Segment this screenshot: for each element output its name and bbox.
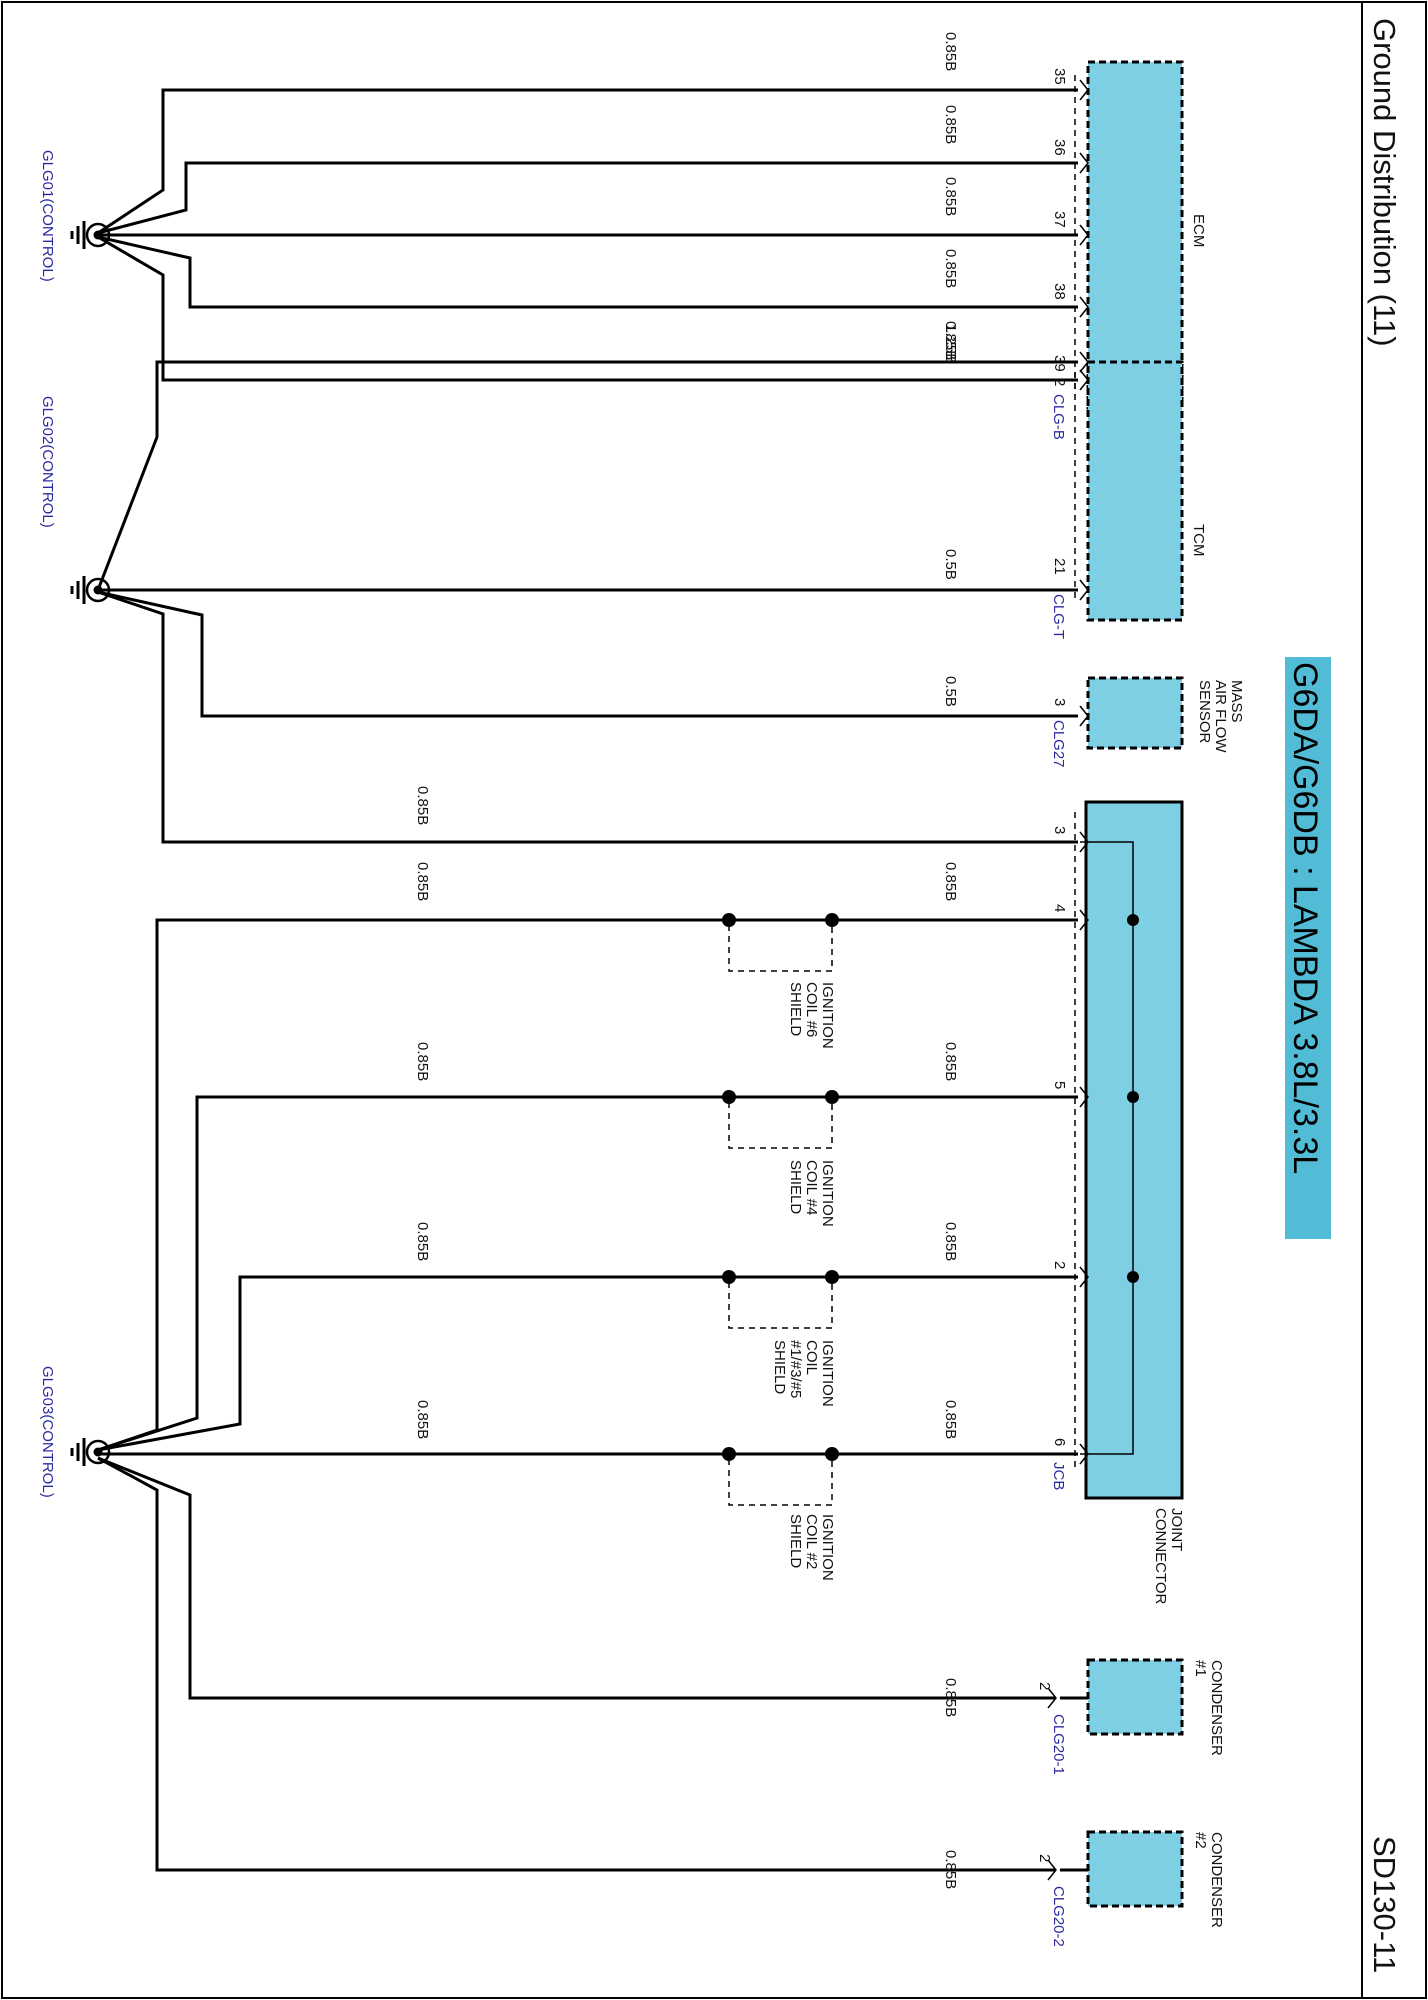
shield-label: IGNITION <box>819 1160 836 1227</box>
ecm-pin: 37 <box>1051 211 1068 228</box>
ground-label: GLG03(CONTROL) <box>39 1366 56 1498</box>
ground-label: GLG02(CONTROL) <box>39 396 56 528</box>
jc-pin: 5 <box>1051 1081 1068 1089</box>
shield-label: COIL #2 <box>803 1514 820 1569</box>
tcm-wires <box>96 351 1089 601</box>
ground-icon <box>70 576 111 604</box>
ecm-connector-label: CLG-B <box>1050 394 1067 440</box>
condenser1-box <box>1086 1658 1184 1736</box>
ground-icon <box>70 1438 111 1466</box>
condenser1-name-line: #1 <box>1192 1660 1209 1677</box>
tcm-pin: 21 <box>1051 558 1068 575</box>
tcm-pin-labels: 2 21 1.25B 0.5B <box>942 324 1068 580</box>
shield-label: IGNITION <box>819 1340 836 1407</box>
condenser1-pin: 2 <box>1036 1682 1053 1690</box>
jc-wire-label: 0.85B <box>942 1222 959 1261</box>
jc-pin: 2 <box>1051 1261 1068 1269</box>
condenser2-wire-label: 0.85B <box>942 1850 959 1889</box>
ground-icon <box>70 221 111 249</box>
maf-wire: 3 0.5B <box>97 590 1089 727</box>
jc-outer-wire-label: 0.85B <box>414 862 431 901</box>
jc-pin: 3 <box>1051 826 1068 834</box>
shield-label: #1/#3/#5 <box>787 1340 804 1398</box>
jc-connector-label: JCB <box>1050 1462 1067 1490</box>
shield-label: COIL #4 <box>803 1160 820 1215</box>
jc-pin-labels: 3 4 5 2 6 0.85B 0.85B 0.85B 0.85B 0.85B … <box>414 786 1068 1446</box>
tcm-component: TCM CLG-T <box>1050 360 1207 639</box>
banner-text: G6DA/G6DB : LAMBDA 3.8L/3.3L <box>1286 662 1324 1174</box>
shield-label: SHIELD <box>787 982 804 1036</box>
ecm-component: ECM CLG-B <box>1050 60 1207 440</box>
jc-box <box>1084 800 1184 1500</box>
condenser2-pin: 2 <box>1036 1854 1053 1862</box>
page-title: Ground Distribution (11) <box>1367 18 1402 347</box>
condenser2-name-line: CONDENSER <box>1208 1832 1225 1928</box>
ecm-pin: 36 <box>1051 139 1068 156</box>
tcm-name: TCM <box>1190 524 1207 557</box>
ecm-wire-label: 0.85B <box>942 249 959 288</box>
ecm-wire-label: 0.85B <box>942 105 959 144</box>
condenser2-name-line: #2 <box>1192 1832 1209 1849</box>
jc-wire-label: 0.85B <box>942 1042 959 1081</box>
jc-name-line: CONNECTOR <box>1152 1508 1169 1605</box>
condenser1-connector-label: CLG20-1 <box>1050 1714 1067 1775</box>
condenser2-box <box>1086 1830 1184 1908</box>
ecm-wire-label: 0.85B <box>942 32 959 71</box>
tcm-box <box>1086 360 1184 622</box>
banner-box <box>1285 657 1331 1239</box>
condenser2-component: CONDENSER #2 CLG20-2 2 0.85B <box>97 1456 1225 1947</box>
tcm-connector-label: CLG-T <box>1050 594 1067 639</box>
jc-outer-wire-label: 0.85B <box>414 786 431 825</box>
ecm-name: ECM <box>1190 214 1207 247</box>
jc-pin: 4 <box>1051 904 1068 912</box>
ecm-pin: 35 <box>1051 68 1068 85</box>
maf-name-line: SENSOR <box>1196 680 1213 744</box>
shield-label: IGNITION <box>819 1514 836 1581</box>
jc-outer-wire-label: 0.85B <box>414 1400 431 1439</box>
ecm-wire-label: 0.85B <box>942 177 959 216</box>
tcm-wire-label: 0.5B <box>942 549 959 580</box>
jc-wires <box>97 590 1089 1465</box>
condenser2-connector-label: CLG20-2 <box>1050 1886 1067 1947</box>
ecm-box <box>1086 60 1184 410</box>
joint-connector-component: JOINT CONNECTOR JCB <box>1050 800 1185 1605</box>
maf-wire-label: 0.5B <box>942 676 959 707</box>
ecm-wires <box>97 79 1089 391</box>
tcm-wire-label: 1.25B <box>942 324 959 363</box>
maf-name-line: MASS <box>1228 680 1245 723</box>
maf-connector-label: CLG27 <box>1050 720 1067 768</box>
maf-component: MASS AIR FLOW SENSOR CLG27 <box>1050 676 1245 768</box>
shield-s4: IGNITION COIL #4 SHIELD <box>722 1090 839 1227</box>
maf-pin: 3 <box>1051 698 1068 706</box>
shield-s135: IGNITION COIL #1/#3/#5 SHIELD <box>722 1270 839 1407</box>
ground-label: GLG01(CONTROL) <box>39 150 56 282</box>
jc-wire-label: 0.85B <box>942 1400 959 1439</box>
tcm-pin: 2 <box>1051 378 1068 386</box>
shield-label: COIL <box>803 1340 820 1375</box>
ecm-wire-label: 0.85B <box>942 321 959 360</box>
jc-wire-label: 0.85B <box>942 862 959 901</box>
ecm-pin-labels: 35 36 37 38 39 0.85B 0.85B 0.85B 0.85B 0… <box>942 32 1068 372</box>
condenser1-name-line: CONDENSER <box>1208 1660 1225 1756</box>
maf-name-line: AIR FLOW <box>1212 680 1229 753</box>
shield-label: SHIELD <box>787 1160 804 1214</box>
jc-name-line: JOINT <box>1168 1508 1185 1551</box>
maf-box <box>1086 676 1184 750</box>
shield-label: COIL #6 <box>803 982 820 1037</box>
shield-s6: IGNITION COIL #6 SHIELD <box>722 913 839 1049</box>
ecm-pin: 38 <box>1051 283 1068 300</box>
condenser1-component: CONDENSER #1 CLG20-1 2 0.85B <box>97 1456 1225 1775</box>
shield-s2: IGNITION COIL #2 SHIELD <box>722 1447 839 1581</box>
jc-pin: 6 <box>1051 1438 1068 1446</box>
jc-outer-wire-label: 0.85B <box>414 1042 431 1081</box>
shield-label: IGNITION <box>819 982 836 1049</box>
shield-label: SHIELD <box>787 1514 804 1568</box>
condenser1-wire-label: 0.85B <box>942 1678 959 1717</box>
jc-outer-wire-label: 0.85B <box>414 1222 431 1261</box>
shield-label: SHIELD <box>771 1340 788 1394</box>
page-code: SD130-11 <box>1367 1836 1402 1973</box>
